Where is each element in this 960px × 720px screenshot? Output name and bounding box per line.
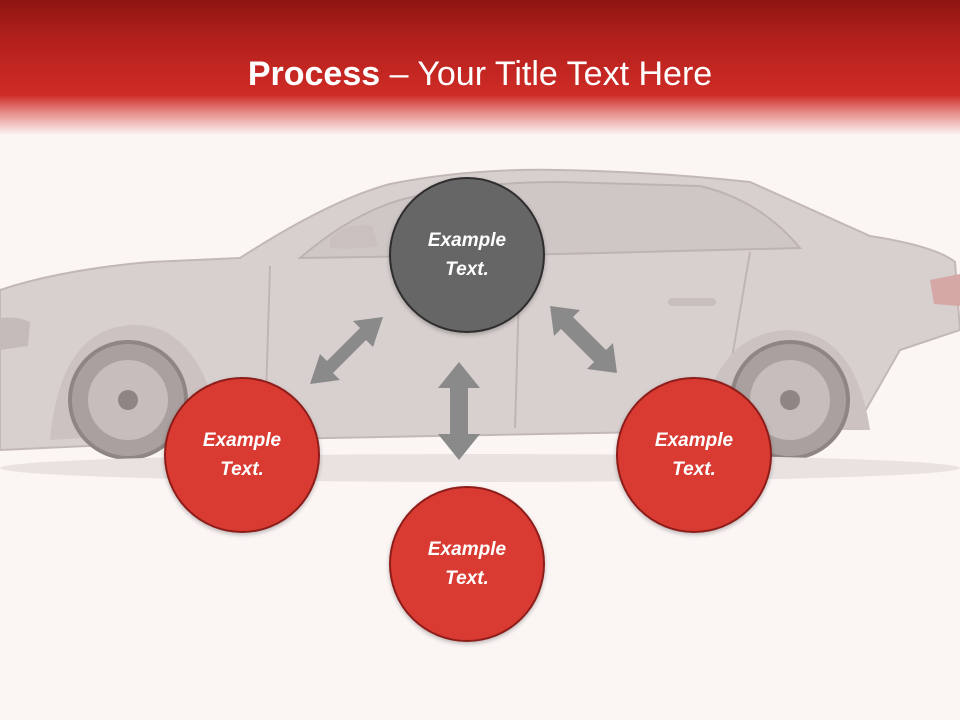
process-node-top: Example Text. [389, 177, 545, 333]
arrow-top-right [550, 306, 617, 373]
front-wheel [68, 340, 188, 460]
node-top-text: Example Text. [427, 230, 507, 280]
title-bold: Process [247, 55, 381, 93]
process-node-right: Example Text. [616, 377, 772, 533]
node-left-text: Example Text. [202, 430, 282, 480]
title-rest: – Your Title Text Here [380, 55, 713, 93]
node-right-text: Example Text. [654, 430, 734, 480]
node-bottom-text: Example Text. [427, 539, 507, 589]
arrow-vertical [438, 362, 480, 460]
process-node-left: Example Text. [164, 377, 320, 533]
slide-title: Process – Your Title Text Here [0, 52, 960, 96]
title-banner [0, 0, 960, 135]
arrow-left-top [310, 317, 383, 384]
process-node-bottom: Example Text. [389, 486, 545, 642]
